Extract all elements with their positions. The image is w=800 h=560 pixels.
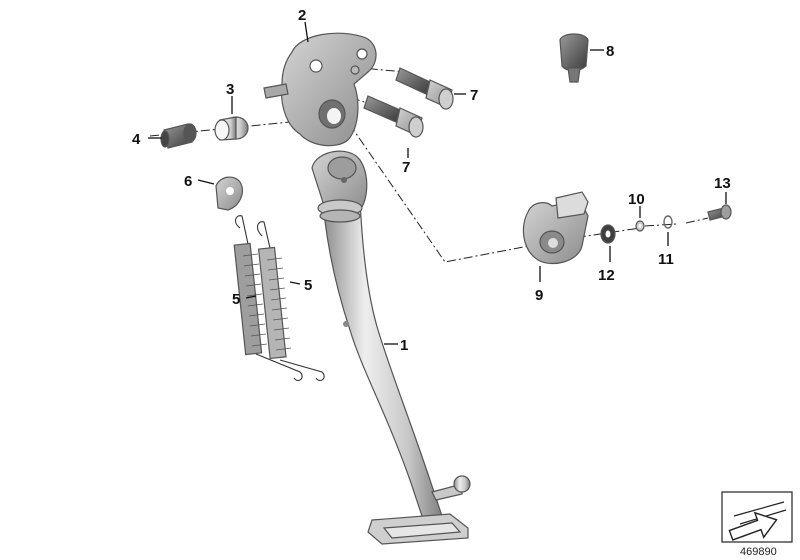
callout-13: 13 bbox=[714, 175, 731, 192]
callout-3: 3 bbox=[226, 81, 234, 98]
part-cap bbox=[559, 33, 589, 83]
callout-5-right: 5 bbox=[304, 277, 312, 294]
callout-11: 11 bbox=[658, 251, 674, 268]
callout-6: 6 bbox=[184, 173, 192, 190]
part-small-plate bbox=[215, 176, 243, 211]
part-screw bbox=[707, 204, 732, 221]
callout-4: 4 bbox=[132, 131, 141, 148]
callout-7-lower: 7 bbox=[402, 159, 410, 176]
part-bushing bbox=[214, 116, 249, 141]
part-bolts bbox=[363, 67, 454, 138]
upper-bolt bbox=[395, 67, 454, 110]
part-mounting-bracket bbox=[263, 32, 377, 147]
lower-bolt bbox=[363, 95, 424, 138]
reference-number: 469890 bbox=[740, 546, 777, 558]
return-arrow-icon[interactable] bbox=[721, 491, 793, 547]
part-sidestand-switch bbox=[522, 191, 589, 265]
callout-2: 2 bbox=[298, 7, 306, 24]
part-side-stand bbox=[311, 150, 471, 545]
part-washer-10 bbox=[635, 220, 645, 232]
part-ring-11 bbox=[663, 215, 673, 229]
callout-10: 10 bbox=[628, 191, 645, 208]
leader-lines bbox=[148, 21, 727, 345]
callout-12: 12 bbox=[598, 267, 615, 284]
part-washer-12 bbox=[600, 224, 616, 244]
callout-7-upper: 7 bbox=[470, 87, 478, 104]
callout-5-left: 5 bbox=[232, 291, 240, 308]
part-rubber-buffer bbox=[160, 123, 197, 149]
callout-labels: 2 3 4 6 5 5 7 7 8 1 9 10 11 12 13 bbox=[132, 7, 731, 354]
callout-8: 8 bbox=[606, 43, 614, 60]
part-tension-springs bbox=[233, 215, 325, 381]
callout-1: 1 bbox=[400, 337, 408, 354]
callout-9: 9 bbox=[535, 287, 543, 304]
